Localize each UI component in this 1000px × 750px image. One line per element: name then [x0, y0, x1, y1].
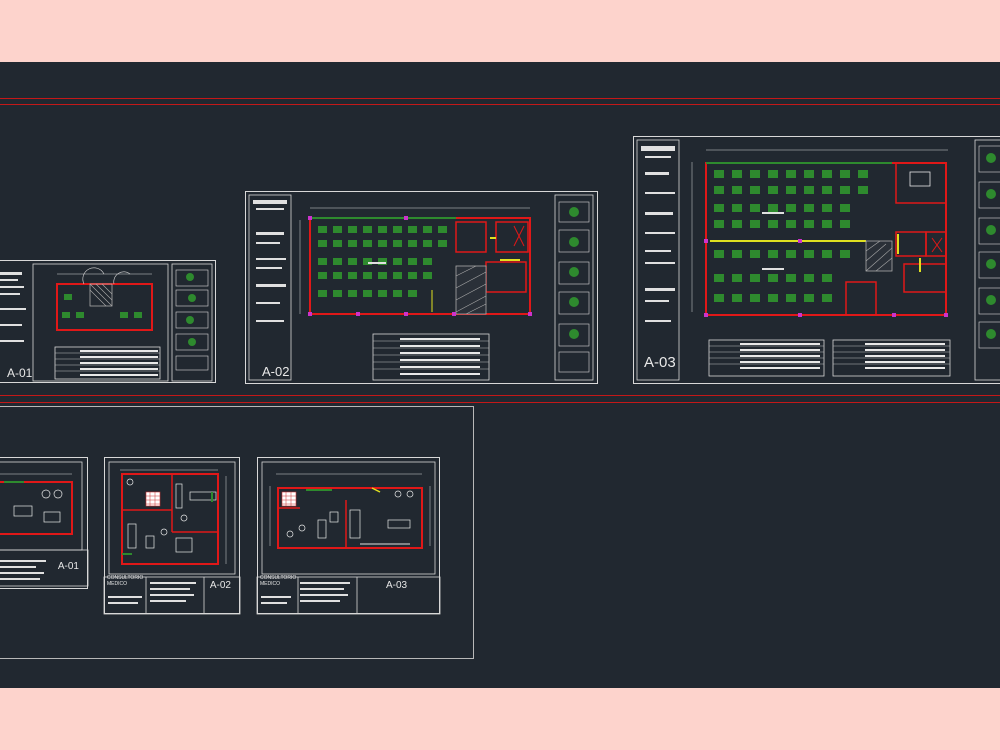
floorplan-a01-bottom	[0, 473, 73, 580]
lower-viewport-frame[interactable]	[0, 406, 474, 659]
sheet-label: A-02	[209, 580, 231, 591]
schedule-table	[372, 333, 490, 381]
title-block-project: CONSULTORIO MEDICO	[107, 575, 144, 587]
floorplan-a03-top	[691, 149, 948, 317]
title-block	[256, 576, 441, 615]
sheet-label: A-02	[262, 364, 290, 379]
floorplan-a02-bottom	[108, 469, 227, 604]
layout-line	[0, 104, 1000, 105]
legend-column	[554, 194, 594, 381]
sheet-a01-bottom[interactable]: A-01	[0, 457, 88, 589]
sheet-label: A-01	[7, 366, 33, 380]
legend-column	[171, 263, 213, 382]
title-block-project: CONSULTORIO MEDICO	[260, 575, 297, 587]
floorplan-a02-top	[299, 207, 532, 316]
schedule-table	[54, 346, 161, 380]
drawing-frame	[261, 461, 436, 575]
sheet-label: A-03	[644, 354, 676, 371]
sheet-label: A-03	[386, 580, 408, 591]
floorplan-a03-bottom	[261, 473, 431, 604]
sheet-a02-top[interactable]: A-02	[245, 191, 598, 384]
drawing-layer	[0, 139, 1000, 615]
sheet-a03-bottom[interactable]: CONSULTORIO MEDICO A-03	[257, 457, 440, 614]
sheet-label: A-01	[57, 561, 79, 572]
title-block	[0, 549, 89, 587]
layout-line	[0, 395, 1000, 396]
drawing-frame	[32, 263, 169, 382]
legend-column	[974, 139, 1000, 381]
title-column	[248, 194, 292, 381]
title-block	[103, 576, 241, 615]
sheet-a03-top[interactable]: A-03	[633, 136, 1000, 384]
layout-line	[0, 98, 1000, 99]
drawing-frame	[0, 461, 83, 551]
sheet-a01-top[interactable]: A-01	[0, 260, 216, 383]
top-margin-band	[0, 0, 1000, 62]
layout-line	[0, 402, 1000, 403]
bottom-margin-band	[0, 688, 1000, 750]
cad-drawing-canvas[interactable]: A-01 A-02 A-03 A-01 CONSULTORIO MEDICO A…	[0, 62, 1000, 688]
drawing-frame	[108, 461, 236, 575]
sheet-a02-bottom[interactable]: CONSULTORIO MEDICO A-02	[104, 457, 240, 614]
floorplan-a01-top	[56, 267, 153, 331]
title-column	[636, 139, 680, 381]
